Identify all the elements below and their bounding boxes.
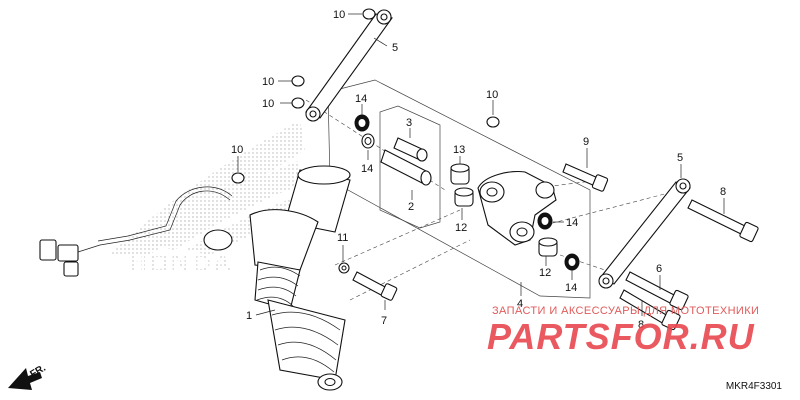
callout-10: 10 <box>486 89 498 101</box>
honda-watermark-text: HONDA <box>128 248 233 278</box>
callout-7: 7 <box>381 315 387 327</box>
callout-1: 1 <box>246 310 252 322</box>
callout-11: 11 <box>337 232 348 244</box>
watermark-tagline: ЗАПАСТИ И АКСЕССУАРЫ ДЛЯ МОТОТЕХНИКИ <box>492 305 760 317</box>
callout-14: 14 <box>361 163 373 175</box>
callout-14: 14 <box>566 217 578 229</box>
nut-group <box>231 8 500 184</box>
diagram-code: MKR4F3301 <box>725 381 782 392</box>
bolts <box>338 163 759 331</box>
callout-12: 12 <box>539 267 551 279</box>
seal-group <box>354 114 580 271</box>
callout-10: 10 <box>231 144 243 156</box>
callout-14: 14 <box>355 93 367 105</box>
shock-absorber <box>39 165 351 391</box>
collars <box>380 137 432 186</box>
callouts: 10 5 10 10 14 14 3 2 10 13 12 9 5 8 14 1… <box>231 9 726 331</box>
callout-10: 10 <box>262 76 274 88</box>
callout-9: 9 <box>583 136 589 148</box>
front-direction-arrow <box>8 368 42 390</box>
bearings <box>450 163 558 257</box>
callout-14: 14 <box>565 282 577 294</box>
callout-8: 8 <box>638 319 644 331</box>
callout-5: 5 <box>677 152 683 164</box>
callout-12: 12 <box>455 222 467 234</box>
callout-2: 2 <box>408 201 414 213</box>
tie-rod-upper <box>305 9 393 122</box>
callout-3: 3 <box>406 117 412 129</box>
callout-8: 8 <box>720 186 726 198</box>
callout-4: 4 <box>517 298 523 310</box>
tie-rod-right <box>598 178 691 289</box>
watermark-logo: PARTSFOR.RU <box>487 316 755 357</box>
callout-6: 6 <box>656 263 662 275</box>
callout-10: 10 <box>262 98 274 110</box>
shock-arm <box>477 171 557 246</box>
callout-13: 13 <box>453 144 465 156</box>
callout-10: 10 <box>333 9 345 21</box>
callout-5: 5 <box>392 42 398 54</box>
